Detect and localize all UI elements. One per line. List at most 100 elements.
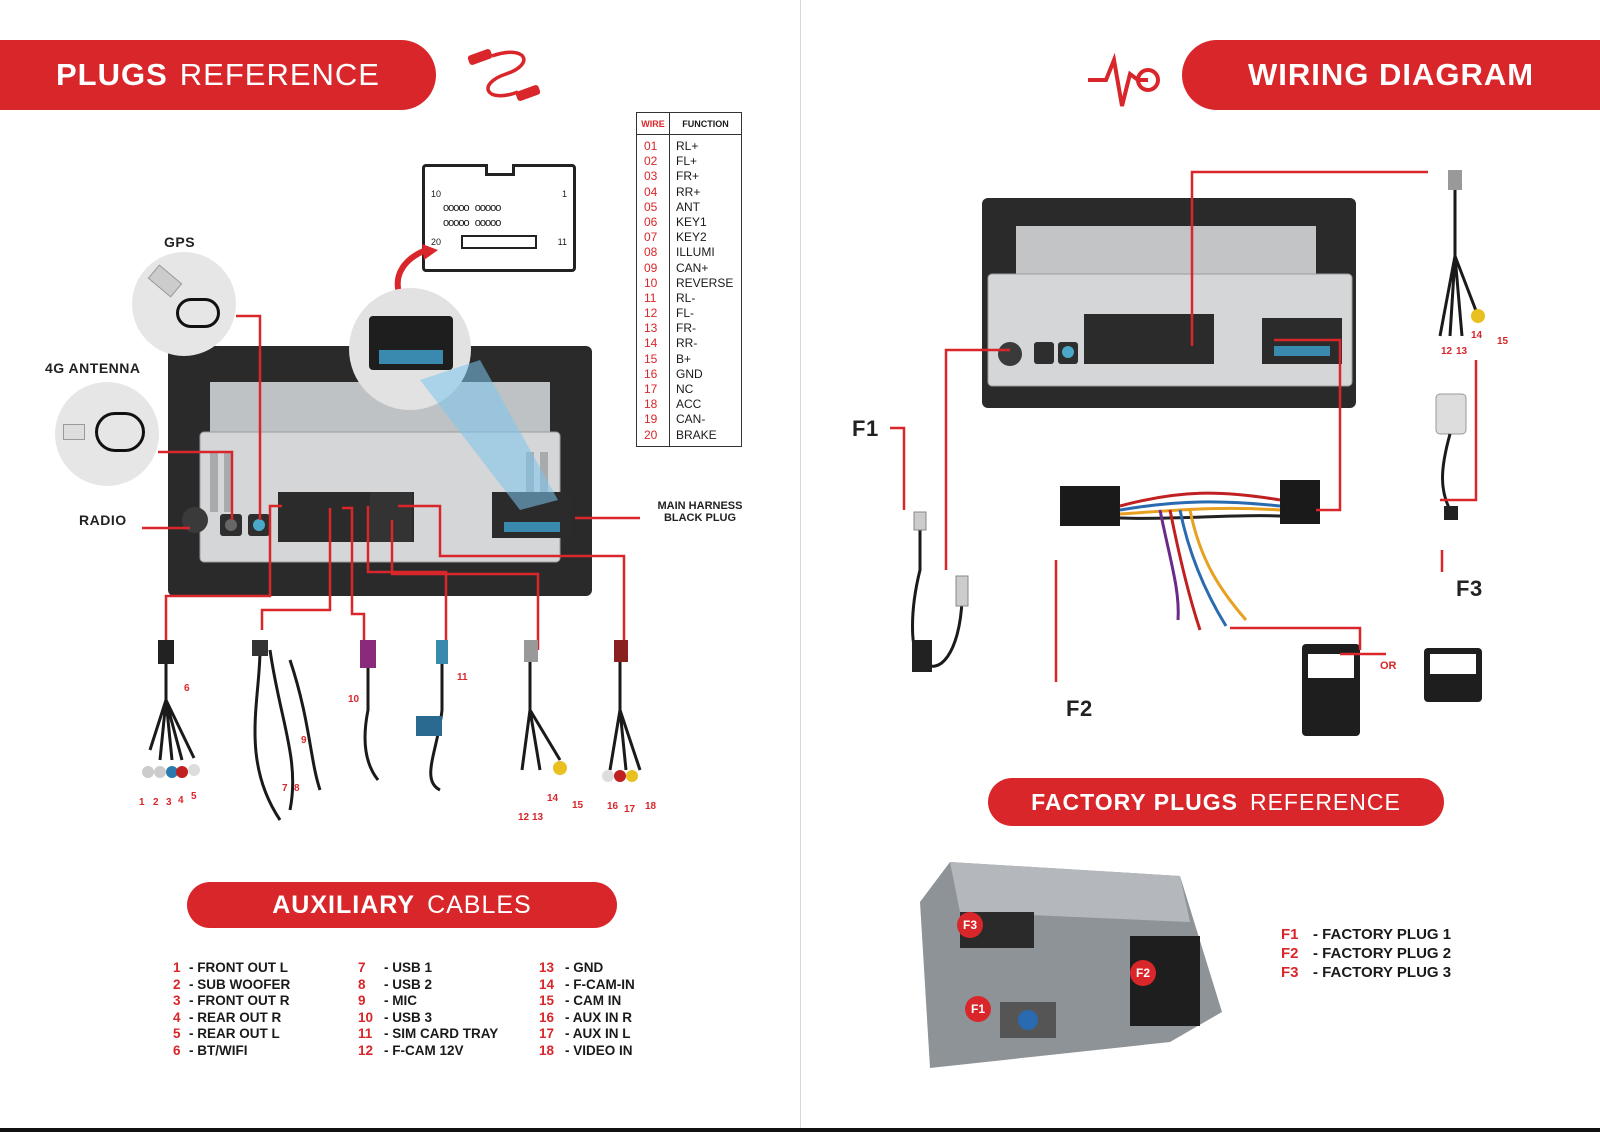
legend-number: 9 [358, 993, 366, 1008]
wire-function: FR+ [676, 169, 700, 184]
zoom-beam [420, 360, 558, 510]
legend-item: 6- BT/WIFI [173, 1043, 290, 1060]
legend-item: 12- F-CAM 12V [358, 1043, 498, 1060]
wire-number: 13 [644, 321, 658, 336]
wire-function: ACC [676, 397, 702, 412]
legend-description: - FRONT OUT R [189, 993, 290, 1008]
legend-item: 8 - USB 2 [358, 977, 498, 994]
pulse-icon [1088, 52, 1160, 107]
f3-photo-badge: F3 [957, 912, 983, 938]
wire-function: RL+ [676, 139, 699, 153]
wire-number: 05 [644, 199, 658, 214]
legend-item: 16 - AUX IN R [539, 1010, 635, 1027]
legend-item: 2- SUB WOOFER [173, 977, 290, 994]
legend-description: - VIDEO IN [565, 1042, 633, 1058]
auxiliary-cables-header: AUXILIARY CABLES [187, 882, 617, 928]
legend-number: 8 [358, 976, 366, 992]
factory-plug-description: - FACTORY PLUG 3 [1313, 964, 1452, 981]
wire-number: 03 [644, 169, 658, 184]
legend-number: 5 [173, 1026, 181, 1041]
plugs-reference-header: PLUGS REFERENCE [0, 40, 436, 110]
legend-number: 16 [539, 1009, 555, 1025]
wire-number: 10 [644, 275, 658, 290]
factory-plug-description: - FACTORY PLUG 2 [1313, 945, 1452, 962]
legend-item: 14- F-CAM-IN [539, 977, 635, 994]
legend-number: 18 [539, 1042, 555, 1058]
page-bottom-rule [0, 1128, 1600, 1132]
wire-number: 19 [644, 412, 658, 427]
legend-description: - USB 3 [384, 1009, 433, 1025]
wire-function: GND [676, 366, 703, 381]
wire-function: ANT [676, 199, 700, 214]
legend-item: 11 - SIM CARD TRAY [358, 1026, 498, 1043]
legend-number: 13 [539, 960, 555, 975]
legend-number: 12 [358, 1042, 374, 1058]
factory-legend-item: F3 - FACTORY PLUG 3 [1281, 963, 1451, 982]
leader-lines-left [142, 314, 640, 660]
wire-number: 04 [644, 184, 658, 199]
wire-function: NC [676, 382, 694, 396]
gps-module-photo [132, 252, 236, 356]
wire-column-header: WIRE [637, 113, 670, 134]
factory-plug-code: F3 [1281, 964, 1299, 981]
legend-description: - CAM IN [565, 993, 622, 1008]
leader-lines-right [890, 170, 1478, 682]
legend-description: - AUX IN R [565, 1009, 632, 1025]
factory-legend-item: F1 - FACTORY PLUG 1 [1281, 925, 1451, 944]
canbus-decoder-a [1302, 644, 1360, 736]
legend-item: 18 - VIDEO IN [539, 1043, 635, 1060]
legend-item: 7- USB 1 [358, 960, 498, 977]
cable-icon [467, 49, 541, 101]
wire-number: 11 [644, 290, 657, 305]
wire-number: 20 [644, 427, 658, 442]
legend-number: 4 [173, 1009, 181, 1025]
4g-antenna-photo [55, 382, 159, 486]
head-unit-wiring-view [982, 198, 1356, 408]
wire-number: 08 [644, 245, 658, 260]
factory-plug-code: F2 [1281, 945, 1299, 962]
wire-function: CAN+ [676, 260, 709, 275]
factory-plug-code: F1 [1281, 926, 1299, 943]
wire-number: 16 [644, 366, 658, 381]
legend-description: - MIC [384, 993, 417, 1008]
wiring-diagram-header: WIRING DIAGRAM [1182, 40, 1600, 110]
legend-description: - USB 1 [384, 960, 433, 975]
legend-number: 11 [358, 1026, 373, 1041]
wire-number: 01 [644, 139, 658, 153]
wire-function: B+ [676, 351, 692, 366]
legend-item: 13 - GND [539, 960, 635, 977]
wire-function: CAN- [676, 412, 706, 427]
wire-number: 15 [644, 351, 658, 366]
function-column-header: FUNCTION [682, 118, 729, 129]
wire-function: FR- [676, 321, 696, 336]
legend-item: 15 - CAM IN [539, 993, 635, 1010]
wire-function: REVERSE [676, 275, 734, 290]
legend-item: 17- AUX IN L [539, 1026, 635, 1043]
wire-number: 06 [644, 214, 658, 229]
legend-description: - USB 2 [384, 976, 433, 992]
wire-number: 09 [644, 260, 658, 275]
legend-description: - GND [565, 960, 604, 975]
legend-item: 9 - MIC [358, 993, 498, 1010]
gps-label: GPS [164, 234, 196, 250]
camera-harness [1438, 170, 1485, 337]
factory-bracket-photo [920, 862, 1222, 1068]
wire-number: 02 [644, 154, 658, 169]
legend-description: - REAR OUT R [189, 1009, 282, 1025]
wire-function: KEY1 [676, 214, 707, 229]
wire-number: 07 [644, 230, 658, 245]
wire-function: RR+ [676, 184, 701, 199]
wire-function: RL- [676, 290, 696, 305]
legend-item: 4 - REAR OUT R [173, 1010, 290, 1027]
legend-description: - SIM CARD TRAY [384, 1026, 499, 1041]
factory-plug-description: - FACTORY PLUG 1 [1313, 926, 1452, 943]
legend-number: 15 [539, 993, 555, 1008]
wire-function: RR- [676, 336, 698, 351]
legend-number: 17 [539, 1026, 555, 1041]
legend-number: 10 [358, 1009, 374, 1025]
